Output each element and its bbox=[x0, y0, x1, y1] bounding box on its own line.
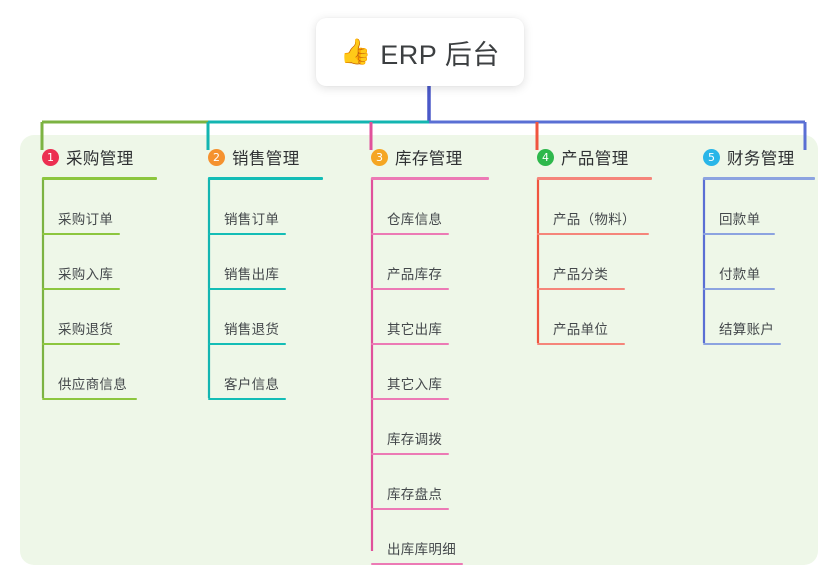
root-node-card[interactable]: 👍 ERP 后台 bbox=[316, 18, 524, 86]
branch-header-2[interactable]: 2 销售管理 bbox=[198, 145, 323, 169]
branch-number-badge: 1 bbox=[42, 148, 59, 166]
branch-item[interactable]: 出库库明细 bbox=[361, 510, 489, 565]
branch-item-underline bbox=[703, 343, 781, 345]
branch-item-underline bbox=[371, 508, 449, 510]
branch-header-underline bbox=[42, 177, 157, 180]
branch-item-underline bbox=[42, 233, 120, 235]
branch-item-underline bbox=[371, 233, 449, 235]
branch-header-4[interactable]: 4 产品管理 bbox=[527, 145, 652, 169]
branch-item[interactable]: 其它入库 bbox=[361, 345, 489, 400]
branch-item[interactable]: 客户信息 bbox=[198, 345, 323, 400]
content-panel bbox=[20, 135, 818, 565]
branch-item-label: 销售退货 bbox=[224, 322, 280, 337]
branch-header-underline bbox=[537, 177, 652, 180]
branch-item-label: 供应商信息 bbox=[58, 377, 127, 392]
branch-item[interactable]: 产品分类 bbox=[527, 235, 652, 290]
branch-item-label: 产品库存 bbox=[387, 267, 443, 282]
branch-item[interactable]: 销售出库 bbox=[198, 235, 323, 290]
branch-item-label: 出库库明细 bbox=[387, 542, 456, 557]
branch-header-5[interactable]: 5 财务管理 bbox=[693, 145, 815, 169]
branch-item[interactable]: 采购入库 bbox=[32, 235, 157, 290]
branch-item[interactable]: 采购订单 bbox=[32, 180, 157, 235]
branch-header-underline bbox=[371, 177, 489, 180]
branch-item-underline bbox=[371, 398, 449, 400]
branch-item[interactable]: 回款单 bbox=[693, 180, 815, 235]
branch-column-2: 2 销售管理销售订单销售出库销售退货客户信息 bbox=[198, 145, 323, 400]
branch-item-underline bbox=[371, 563, 463, 565]
branch-item-underline bbox=[208, 233, 286, 235]
branch-item-label: 产品单位 bbox=[553, 322, 609, 337]
branch-title: 销售管理 bbox=[232, 150, 300, 168]
branch-item[interactable]: 付款单 bbox=[693, 235, 815, 290]
branch-item-label: 其它出库 bbox=[387, 322, 443, 337]
branch-item-underline bbox=[371, 343, 449, 345]
branch-column-5: 5 财务管理回款单付款单结算账户 bbox=[693, 145, 815, 345]
branch-item-label: 库存盘点 bbox=[387, 487, 443, 502]
branch-title: 采购管理 bbox=[66, 150, 134, 168]
branch-item-label: 客户信息 bbox=[224, 377, 280, 392]
branch-title: 财务管理 bbox=[727, 150, 795, 168]
branch-item-underline bbox=[371, 453, 449, 455]
branch-item[interactable]: 库存调拨 bbox=[361, 400, 489, 455]
branch-item[interactable]: 仓库信息 bbox=[361, 180, 489, 235]
branch-item-label: 销售订单 bbox=[224, 212, 280, 227]
branch-item-underline bbox=[208, 343, 286, 345]
branch-item-label: 产品分类 bbox=[553, 267, 609, 282]
branch-item-label: 结算账户 bbox=[719, 322, 775, 337]
branch-item[interactable]: 产品（物料） bbox=[527, 180, 652, 235]
branch-number-badge: 4 bbox=[537, 148, 554, 166]
branch-item-list: 采购订单采购入库采购退货供应商信息 bbox=[32, 180, 157, 400]
branch-item-label: 回款单 bbox=[719, 212, 761, 227]
branch-column-4: 4 产品管理产品（物料） 产品分类产品单位 bbox=[527, 145, 652, 345]
branch-title: 产品管理 bbox=[561, 150, 629, 168]
branch-item-list: 仓库信息产品库存其它出库其它入库库存调拨库存盘点出库库明细 bbox=[361, 180, 489, 565]
branch-item-label: 库存调拨 bbox=[387, 432, 443, 447]
branch-header-underline bbox=[208, 177, 323, 180]
branch-item-label: 采购退货 bbox=[58, 322, 114, 337]
thumbs-up-icon: 👍 bbox=[340, 37, 372, 66]
branch-item-underline bbox=[208, 398, 286, 400]
branch-item[interactable]: 销售订单 bbox=[198, 180, 323, 235]
branch-column-1: 1 采购管理采购订单采购入库采购退货供应商信息 bbox=[32, 145, 157, 400]
branch-item-label: 销售出库 bbox=[224, 267, 280, 282]
branch-item[interactable]: 采购退货 bbox=[32, 290, 157, 345]
branch-item[interactable]: 销售退货 bbox=[198, 290, 323, 345]
branch-item-list: 产品（物料） 产品分类产品单位 bbox=[527, 180, 652, 345]
branch-item[interactable]: 其它出库 bbox=[361, 290, 489, 345]
branch-item-label: 产品（物料） bbox=[553, 212, 636, 227]
branch-item-label: 付款单 bbox=[719, 267, 761, 282]
branch-item-underline bbox=[42, 288, 120, 290]
branch-item-underline bbox=[208, 288, 286, 290]
branch-header-underline bbox=[703, 177, 815, 180]
branch-item-underline bbox=[703, 233, 775, 235]
branch-item[interactable]: 库存盘点 bbox=[361, 455, 489, 510]
branch-number-badge: 3 bbox=[371, 148, 388, 166]
branch-item-label: 采购订单 bbox=[58, 212, 114, 227]
branch-item-underline bbox=[537, 233, 649, 235]
root-node-content: 👍 ERP 后台 bbox=[340, 33, 500, 72]
branch-item-list: 销售订单销售出库销售退货客户信息 bbox=[198, 180, 323, 400]
branch-item-label: 采购入库 bbox=[58, 267, 114, 282]
branch-header-1[interactable]: 1 采购管理 bbox=[32, 145, 157, 169]
branch-item-underline bbox=[703, 288, 775, 290]
branch-item-list: 回款单付款单结算账户 bbox=[693, 180, 815, 345]
branch-item[interactable]: 产品库存 bbox=[361, 235, 489, 290]
root-node-label: ERP 后台 bbox=[380, 39, 500, 70]
branch-item-underline bbox=[42, 398, 137, 400]
branch-item[interactable]: 结算账户 bbox=[693, 290, 815, 345]
branch-item-underline bbox=[42, 343, 120, 345]
branch-title: 库存管理 bbox=[395, 150, 463, 168]
branch-item-label: 其它入库 bbox=[387, 377, 443, 392]
branch-column-3: 3 库存管理仓库信息产品库存其它出库其它入库库存调拨库存盘点出库库明细 bbox=[361, 145, 489, 565]
branch-item[interactable]: 产品单位 bbox=[527, 290, 652, 345]
branch-number-badge: 2 bbox=[208, 148, 225, 166]
branch-number-badge: 5 bbox=[703, 148, 720, 166]
branch-header-3[interactable]: 3 库存管理 bbox=[361, 145, 489, 169]
branch-item[interactable]: 供应商信息 bbox=[32, 345, 157, 400]
branch-item-underline bbox=[537, 288, 625, 290]
branch-item-label: 仓库信息 bbox=[387, 212, 443, 227]
branch-item-underline bbox=[537, 343, 625, 345]
branch-item-underline bbox=[371, 288, 449, 290]
